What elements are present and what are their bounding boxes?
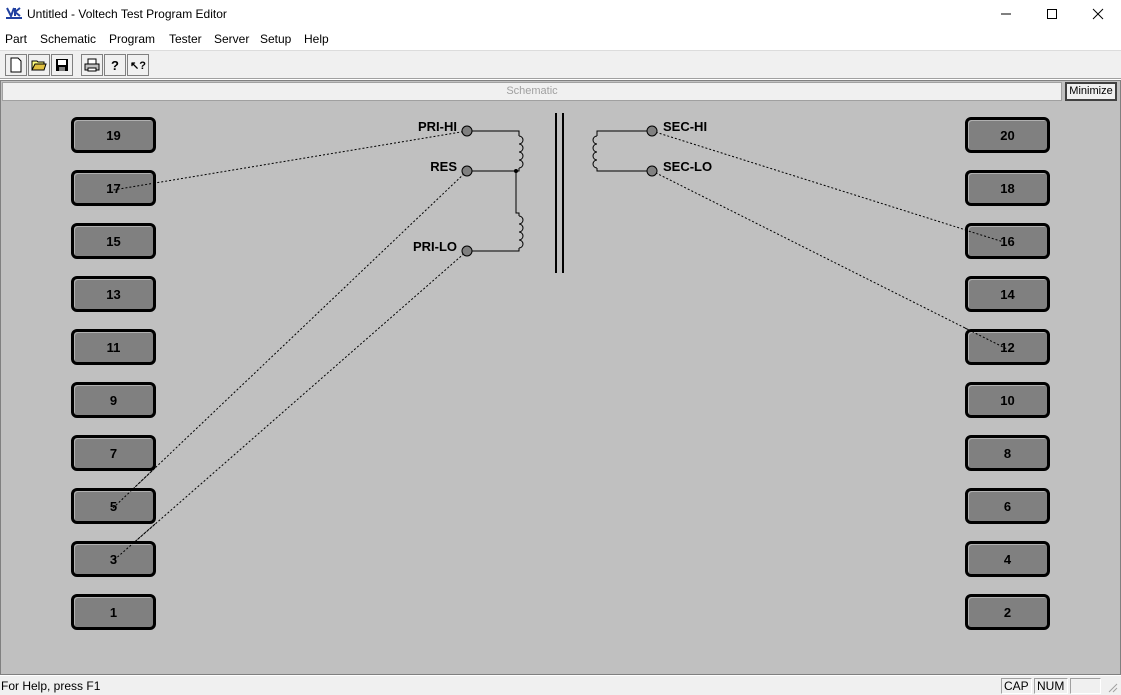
node-res-terminal[interactable] — [461, 165, 473, 177]
help-icon: ? — [111, 57, 119, 73]
pin-6[interactable]: 6 — [965, 488, 1050, 524]
node-label-pri-hi: PRI-HI — [418, 119, 457, 134]
connection-res-5 — [112, 170, 468, 509]
window-title: Untitled - Voltech Test Program Editor — [27, 7, 227, 21]
window-maximize-button[interactable] — [1029, 0, 1075, 28]
pin-8[interactable]: 8 — [965, 435, 1050, 471]
node-label-sec-hi: SEC-HI — [663, 119, 707, 134]
node-label-pri-lo: PRI-LO — [413, 239, 457, 254]
pin-5[interactable]: 5 — [71, 488, 156, 524]
minimize-icon — [1001, 13, 1011, 15]
save-icon — [56, 59, 68, 71]
pin-14[interactable]: 14 — [965, 276, 1050, 312]
pin-9[interactable]: 9 — [71, 382, 156, 418]
schematic-drawing: PRI-HI RES PRI-LO SEC-HI SEC-LO — [112, 113, 1008, 562]
resize-grip-icon[interactable] — [1106, 681, 1118, 693]
menu-help[interactable]: Help — [304, 32, 329, 46]
open-folder-icon — [31, 60, 47, 71]
transformer-core — [555, 113, 564, 273]
title-bar: Untitled - Voltech Test Program Editor — [0, 0, 1121, 28]
new-file-button[interactable] — [5, 54, 27, 76]
window-minimize-button[interactable] — [983, 0, 1029, 28]
status-cap-indicator: CAP — [1001, 678, 1032, 694]
menu-program[interactable]: Program — [109, 32, 156, 46]
pin-16[interactable]: 16 — [965, 223, 1050, 259]
pin-19[interactable]: 19 — [71, 117, 156, 153]
new-file-icon — [10, 57, 22, 73]
status-num-indicator: NUM — [1034, 678, 1068, 694]
menu-setup[interactable]: Setup — [260, 32, 292, 46]
window-close-button[interactable] — [1075, 0, 1121, 28]
status-scrl-indicator — [1070, 678, 1101, 694]
voltech-app-icon — [6, 7, 22, 19]
status-bar: For Help, press F1 CAP NUM — [0, 676, 1121, 695]
pin-20[interactable]: 20 — [965, 117, 1050, 153]
menu-part[interactable]: Part — [5, 32, 28, 46]
pin-17[interactable]: 17 — [71, 170, 156, 206]
schematic-panel: Schematic Minimize — [0, 80, 1121, 675]
pin-11[interactable]: 11 — [71, 329, 156, 365]
menu-server[interactable]: Server — [214, 32, 250, 46]
pin-13[interactable]: 13 — [71, 276, 156, 312]
node-label-res: RES — [430, 159, 457, 174]
save-button[interactable] — [51, 54, 73, 76]
pin-12[interactable]: 12 — [965, 329, 1050, 365]
menu-bar: Part Schematic Program Tester Server Set… — [0, 29, 1121, 49]
menu-schematic[interactable]: Schematic — [40, 32, 97, 46]
menu-tester[interactable]: Tester — [169, 32, 202, 46]
connection-pri-hi-17 — [112, 130, 468, 191]
pin-15[interactable]: 15 — [71, 223, 156, 259]
junction-dot — [514, 169, 518, 173]
print-button[interactable] — [81, 54, 103, 76]
status-help-text: For Help, press F1 — [1, 679, 101, 693]
minimize-schematic-button[interactable]: Minimize — [1065, 82, 1117, 101]
print-icon — [84, 58, 100, 72]
connection-sec-hi-16 — [651, 130, 1008, 244]
toolbar: ? ↖? — [0, 50, 1121, 79]
schematic-header: Schematic — [2, 82, 1062, 101]
pin-1[interactable]: 1 — [71, 594, 156, 630]
node-sec-hi-terminal[interactable] — [646, 125, 658, 137]
open-button[interactable] — [28, 54, 50, 76]
pin-10[interactable]: 10 — [965, 382, 1050, 418]
node-label-sec-lo: SEC-LO — [663, 159, 712, 174]
pin-4[interactable]: 4 — [965, 541, 1050, 577]
node-sec-lo-terminal[interactable] — [646, 165, 658, 177]
secondary-winding — [592, 130, 652, 172]
node-pri-lo-terminal[interactable] — [461, 245, 473, 257]
context-help-icon: ↖? — [130, 59, 146, 72]
node-pri-hi-terminal[interactable] — [461, 125, 473, 137]
pin-3[interactable]: 3 — [71, 541, 156, 577]
primary-winding — [467, 130, 524, 252]
pin-2[interactable]: 2 — [965, 594, 1050, 630]
connection-pri-lo-3 — [112, 250, 468, 562]
connection-lines — [112, 130, 1008, 562]
help-button[interactable]: ? — [104, 54, 126, 76]
maximize-icon — [1047, 9, 1057, 19]
pin-7[interactable]: 7 — [71, 435, 156, 471]
close-icon — [1092, 8, 1104, 20]
pin-18[interactable]: 18 — [965, 170, 1050, 206]
connection-sec-lo-12 — [651, 170, 1008, 350]
context-help-button[interactable]: ↖? — [127, 54, 149, 76]
